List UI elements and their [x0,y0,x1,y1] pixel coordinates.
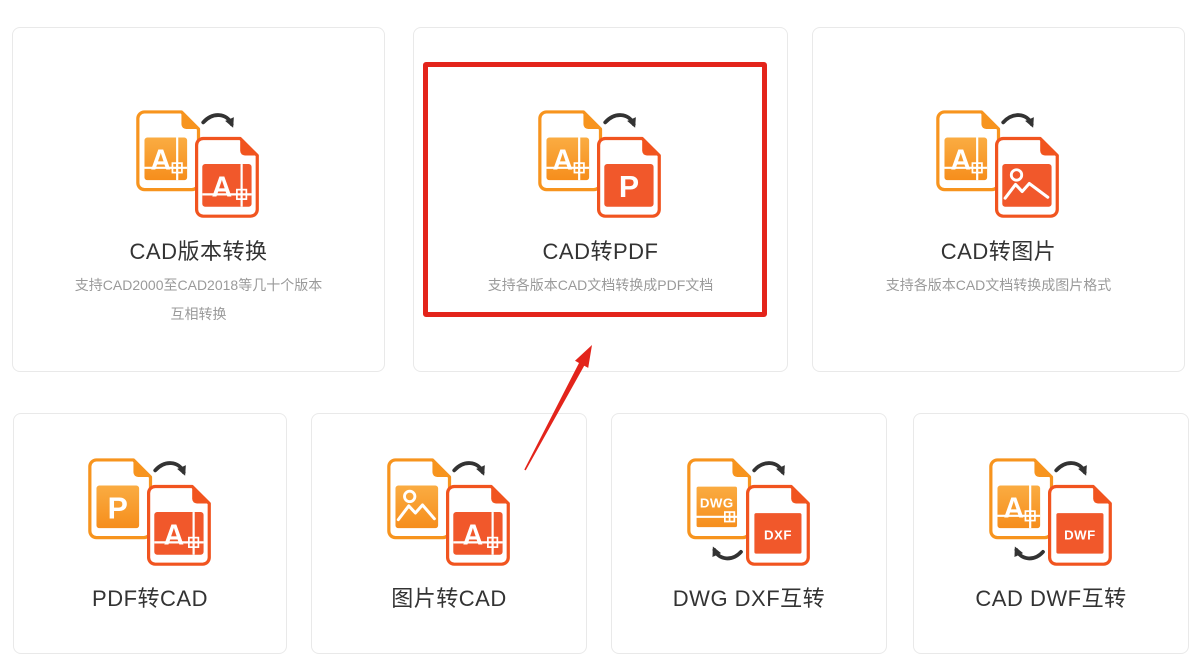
svg-text:A: A [163,519,184,551]
card-description: 支持各版本CAD文档转换成PDF文档 [487,277,714,293]
card-title: CAD DWF互转 [975,586,1127,611]
card-title: 图片转CAD [391,586,507,611]
svg-text:P: P [107,493,127,526]
card-title: CAD版本转换 [129,239,268,264]
card-image-to-cad[interactable]: A 图片转CAD [311,413,587,654]
svg-text:DWF: DWF [1064,528,1096,543]
card-description: 支持各版本CAD文档转换成图片格式 [885,277,1112,293]
svg-text:DWG: DWG [699,495,733,510]
card-cad-to-pdf[interactable]: A P CAD转PDF 支持各版本CAD文档转换成PDF文档 [413,27,788,372]
cad-to-image-icon: A [935,109,1062,221]
svg-text:P: P [619,171,639,204]
pdf-to-cad-icon: P A [87,457,214,569]
card-title: CAD转PDF [542,239,659,264]
svg-text:A: A [1003,493,1024,525]
cad-version-convert-icon: A A [135,109,262,221]
card-dwg-dxf-convert[interactable]: DWG DXF DWG DXF互转 [611,413,887,654]
svg-text:DXF: DXF [763,528,791,543]
card-cad-to-image[interactable]: A CAD转图片 支持各版本CAD文档转换成图片格式 [812,27,1185,372]
svg-text:A: A [951,145,972,177]
cad-dwf-convert-icon: A DWF [988,457,1115,569]
svg-text:A: A [553,145,574,177]
svg-text:A: A [462,519,483,551]
card-pdf-to-cad[interactable]: P A PDF转CAD [13,413,287,654]
cad-to-pdf-icon: A P [537,109,664,221]
card-cad-version-convert[interactable]: A A CAD版本转换 支持CAD2000至CAD2018等几十个版本互相转换 [12,27,385,372]
svg-text:A: A [151,145,172,177]
svg-text:A: A [212,171,233,203]
card-title: CAD转图片 [940,239,1057,264]
card-title: PDF转CAD [92,586,208,611]
dwg-dxf-convert-icon: DWG DXF [686,457,813,569]
image-to-cad-icon: A [386,457,513,569]
card-cad-dwf-convert[interactable]: A DWF CAD DWF互转 [913,413,1189,654]
card-title: DWG DXF互转 [672,586,826,611]
card-description: 支持CAD2000至CAD2018等几十个版本互相转换 [74,277,323,322]
